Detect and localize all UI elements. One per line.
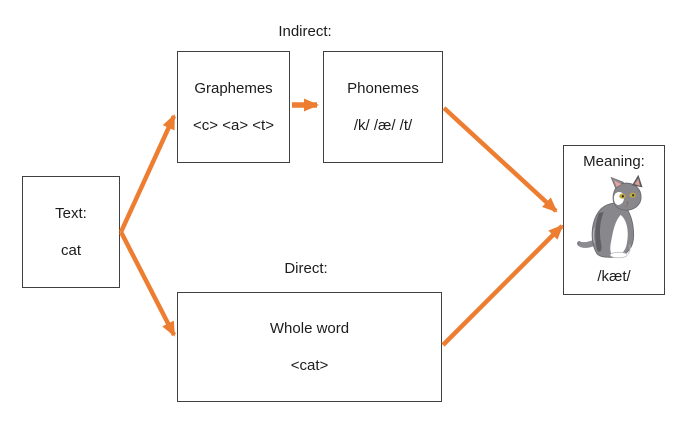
phonemes-box: Phonemes /k/ /æ/ /t/: [323, 51, 443, 163]
arrow-text-to-whole-word: [118, 230, 177, 337]
text-box-title: Text:: [55, 204, 87, 222]
cat-icon: [577, 174, 643, 258]
text-input-box: Text: cat: [22, 176, 120, 288]
direct-route-label: Direct:: [284, 260, 328, 277]
phonemes-box-value: /k/ /æ/ /t/: [353, 116, 413, 134]
arrow-phonemes-to-meaning: [442, 106, 558, 213]
whole-word-box-title: Whole word: [269, 319, 350, 337]
graphemes-box-title: Graphemes: [194, 79, 273, 97]
arrow-whole-word-to-meaning: [441, 224, 564, 347]
whole-word-box-value: <cat>: [290, 356, 329, 374]
graphemes-box: Graphemes <c> <a> <t>: [177, 51, 290, 163]
meaning-box: Meaning:: [563, 145, 665, 295]
phonemes-box-title: Phonemes: [347, 79, 419, 97]
indirect-route-label: Indirect:: [278, 23, 332, 40]
cat-illustration: [572, 174, 656, 266]
meaning-box-title: Meaning:: [583, 153, 645, 170]
arrow-text-to-graphemes: [118, 114, 177, 233]
text-box-value: cat: [60, 241, 81, 259]
graphemes-box-value: <c> <a> <t>: [193, 116, 274, 134]
whole-word-box: Whole word <cat>: [177, 292, 442, 402]
meaning-box-value: /kæt/: [597, 268, 631, 285]
